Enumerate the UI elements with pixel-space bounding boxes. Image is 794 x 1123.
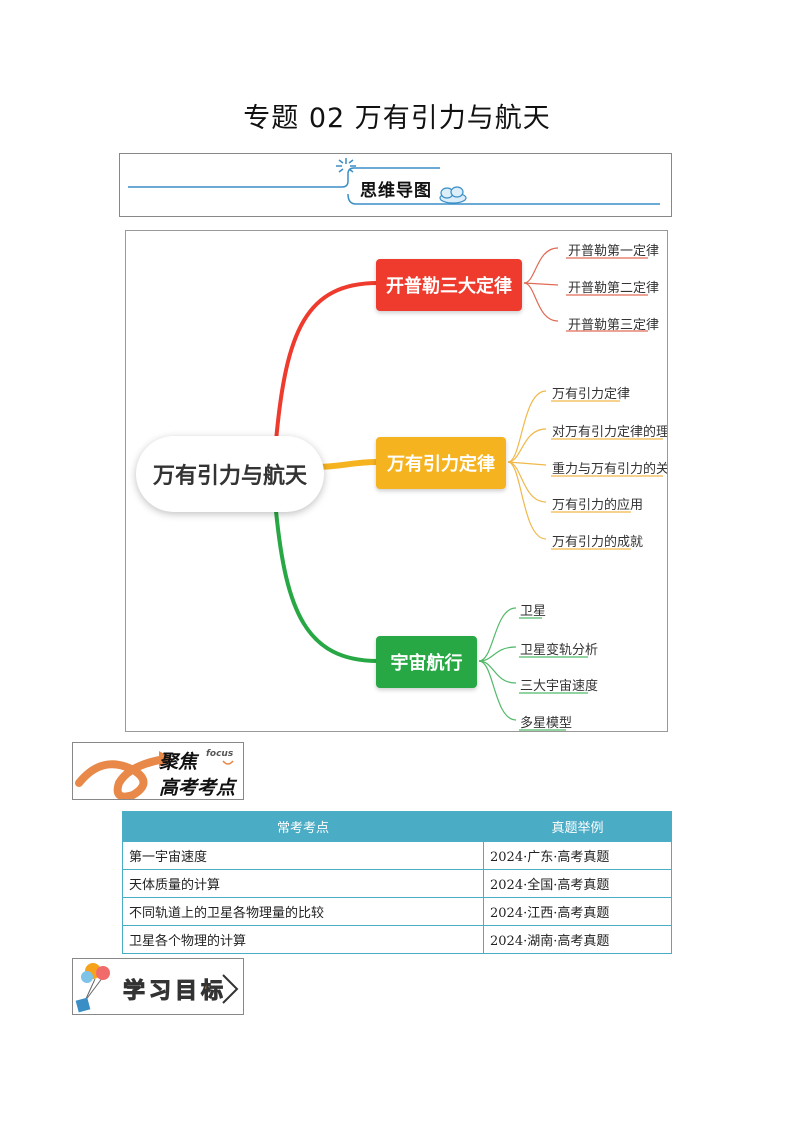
learning-goals-banner: 学习目标: [72, 958, 244, 1015]
leaf-space-3: 三大宇宙速度: [520, 679, 599, 694]
mindmap-figure: 万有引力与航天 开普勒三大定律 万有引力定律 宇宙航行 开普勒第一定律 开普勒第…: [125, 230, 668, 732]
focus-exam-banner: 聚焦 focus 高考考点: [72, 742, 244, 800]
table-row: 不同轨道上的卫星各物理量的比较 2024·江西·高考真题: [122, 897, 672, 926]
table-cell: 2024·全国·高考真题: [483, 869, 672, 898]
table-cell: 不同轨道上的卫星各物理量的比较: [122, 897, 484, 926]
cloud-icon: [439, 186, 467, 204]
sparkle-icon: [336, 158, 356, 173]
table-cell: 2024·广东·高考真题: [483, 841, 672, 870]
leaf-space-4: 多星模型: [520, 716, 573, 731]
leaf-kepler-1: 开普勒第一定律: [568, 244, 660, 259]
arrow-swirl-icon: [75, 751, 234, 799]
balloons-icon: [75, 963, 239, 1013]
table-header-cell: 真题举例: [483, 811, 672, 842]
banner-decoration: [128, 158, 660, 205]
table-cell: 第一宇宙速度: [122, 841, 484, 870]
leaf-kepler-3: 开普勒第三定律: [568, 318, 660, 333]
table-header-cell: 常考考点: [122, 811, 484, 842]
table-row: 第一宇宙速度 2024·广东·高考真题: [122, 841, 672, 870]
focus-title-line2: 高考考点: [159, 777, 236, 799]
leaf-space-2: 卫星变轨分析: [520, 643, 599, 658]
connector-yellow: [315, 459, 379, 470]
mindmap-section-banner: 思维导图: [119, 153, 672, 217]
table-header-row: 常考考点 真题举例: [122, 811, 672, 842]
learning-goals-label: 学习目标: [122, 979, 228, 1005]
table-cell: 2024·江西·高考真题: [483, 897, 672, 926]
branch-space-flight: 宇宙航行: [376, 636, 477, 688]
leaf-gravitation-4: 万有引力的应用: [552, 498, 644, 513]
leaf-gravitation-5: 万有引力的成就: [552, 535, 644, 550]
branch-kepler: 开普勒三大定律: [376, 259, 522, 311]
leaf-gravitation-2: 对万有引力定律的理解: [552, 425, 668, 440]
focus-title-line1: 聚焦: [159, 751, 198, 773]
table-row: 天体质量的计算 2024·全国·高考真题: [122, 869, 672, 898]
leaf-space-1: 卫星: [520, 604, 547, 619]
page-title: 专题 02 万有引力与航天: [243, 103, 551, 134]
leaf-gravitation-3: 重力与万有引力的关系: [552, 462, 668, 477]
table-row: 卫星各个物理的计算 2024·湖南·高考真题: [122, 925, 672, 954]
table-cell: 2024·湖南·高考真题: [483, 925, 672, 954]
table-cell: 卫星各个物理的计算: [122, 925, 484, 954]
mindmap-root-node: 万有引力与航天: [136, 436, 324, 512]
leaf-gravitation-1: 万有引力定律: [552, 387, 631, 402]
connector-green: [274, 510, 379, 663]
focus-english-label: focus: [206, 749, 234, 759]
table-cell: 天体质量的计算: [122, 869, 484, 898]
mindmap-banner-label: 思维导图: [360, 181, 432, 201]
leaf-kepler-2: 开普勒第二定律: [568, 281, 660, 296]
branch-gravitation: 万有引力定律: [376, 437, 506, 489]
exam-points-table: 常考考点 真题举例 第一宇宙速度 2024·广东·高考真题 天体质量的计算 20…: [122, 811, 672, 954]
connector-red: [274, 281, 379, 442]
